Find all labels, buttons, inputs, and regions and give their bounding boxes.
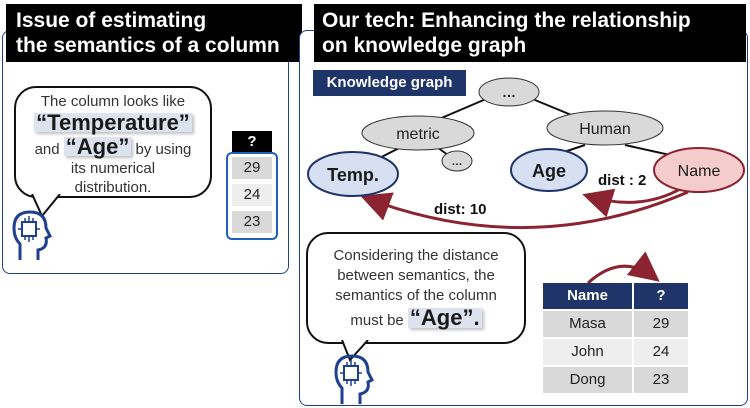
knowledge-graph-label: Knowledge graph	[313, 70, 466, 96]
edge-human-name	[624, 144, 671, 156]
right-title-line1: Our tech: Enhancing the relationship	[322, 9, 691, 32]
arrow-name-to-age	[582, 186, 683, 218]
node-metric-label: metric	[396, 126, 440, 143]
left-bubble-line5: distribution.	[74, 179, 152, 196]
node-name-label: Name	[678, 163, 721, 180]
dist-long-label: dist: 10	[434, 201, 487, 218]
left-bubble-line4: its numerical	[70, 160, 156, 177]
table-cell-value: 29	[634, 311, 688, 337]
node-age	[510, 148, 588, 192]
left-bubble-highlight-age: “Age”	[63, 134, 132, 159]
node-top	[478, 77, 540, 107]
node-age-label: Age	[532, 161, 566, 181]
right-bubble-line3: semantics of the column	[335, 287, 497, 304]
left-speech-bubble: The column looks like “Temperature” and …	[14, 86, 212, 198]
left-bubble-by-using: by using	[135, 141, 192, 158]
left-title-line1: Issue of estimating	[16, 9, 207, 32]
node-name	[653, 147, 745, 193]
arrow-name-to-temp	[360, 190, 689, 230]
right-speech-bubble: Considering the distance between semanti…	[306, 232, 526, 344]
left-column-cell: 23	[232, 211, 272, 233]
right-title-line2: on knowledge graph	[322, 34, 527, 57]
left-bubble-and: and	[34, 141, 60, 158]
table-cell-value: 24	[634, 339, 688, 365]
table-cell-name: John	[543, 339, 632, 365]
left-column-header: ?	[232, 131, 272, 153]
node-human-label: Human	[579, 121, 631, 138]
left-column-frame	[226, 152, 278, 240]
ai-head-icon	[12, 210, 52, 260]
table-cell-name: Dong	[543, 367, 632, 393]
node-small	[441, 150, 473, 172]
right-bubble-highlight-age: “Age”.	[407, 305, 482, 330]
left-bubble-highlight-temperature: “Temperature”	[34, 110, 192, 135]
right-bubble-must-be: must be	[350, 312, 404, 329]
right-title-banner: Our tech: Enhancing the relationship on …	[314, 4, 746, 62]
left-column-cell: 24	[232, 184, 272, 206]
node-metric	[361, 115, 475, 151]
node-human	[546, 110, 664, 146]
node-temp-label: Temp.	[327, 165, 379, 185]
node-small-label: …	[452, 156, 463, 168]
table-header-name: Name	[543, 283, 632, 309]
right-bubble-line1: Considering the distance	[333, 247, 499, 264]
left-bubble-line1: The column looks like	[40, 93, 186, 110]
node-top-label: …	[502, 84, 516, 100]
dist-short-label: dist : 2	[598, 172, 646, 189]
right-bubble-line2: between semantics, the	[337, 267, 495, 284]
left-title-banner: Issue of estimating the semantics of a c…	[6, 4, 302, 62]
left-column-cell: 29	[232, 157, 272, 179]
node-temp	[307, 151, 399, 197]
ai-head-icon	[334, 354, 374, 404]
table-cell-value: 23	[634, 367, 688, 393]
table-cell-name: Masa	[543, 311, 632, 337]
left-title-line2: the semantics of a column	[16, 34, 280, 57]
table-header-column: ?	[634, 283, 688, 309]
arrow-table-name-to-column	[586, 251, 660, 285]
